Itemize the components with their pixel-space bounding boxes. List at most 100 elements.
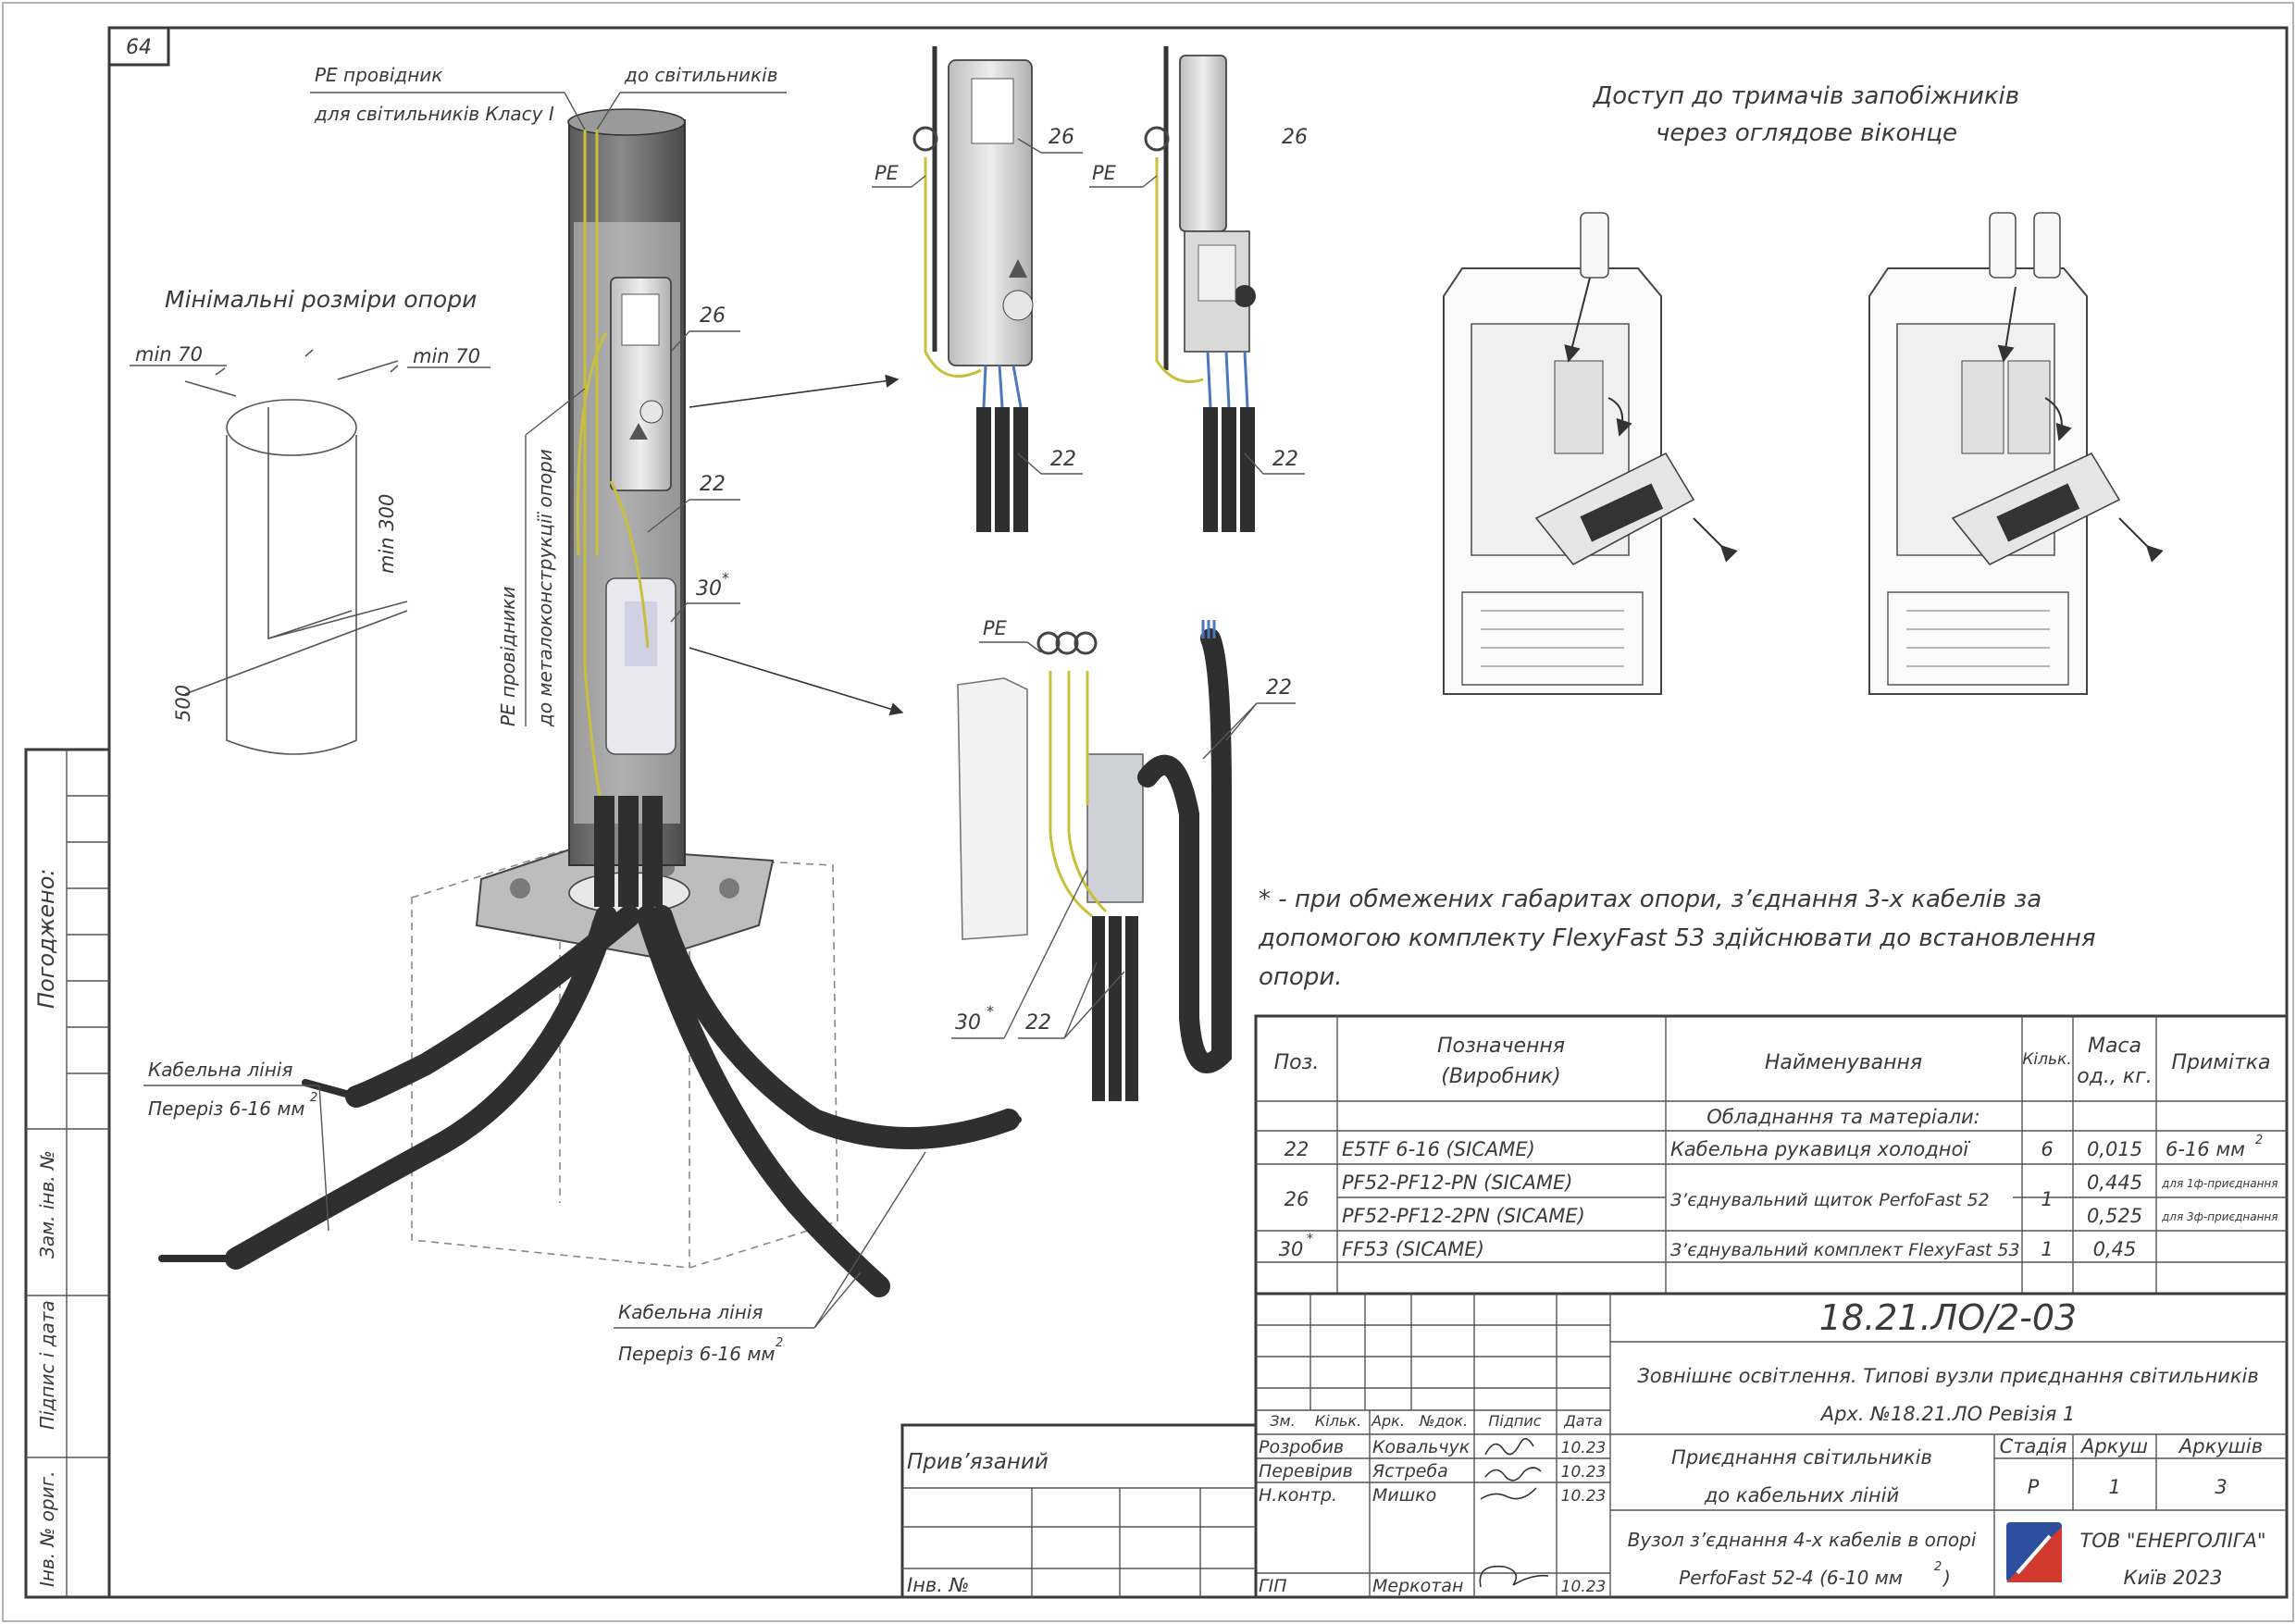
detail-flexyfast: PE 22 30 * 22 — [951, 617, 1296, 1101]
col-ndok: №док. — [1419, 1412, 1468, 1430]
pe-conductor-label: PE провідник — [315, 64, 442, 86]
project-line-2: Арх. №18.21.ЛО Ревізія 1 — [1819, 1403, 2076, 1425]
cable-section-label-2: Переріз 6-16 мм — [618, 1343, 776, 1365]
pe-conductors-vertical-1: PE провідники — [497, 587, 519, 726]
left-margin-strip: Погоджено: Зам. інв. № Підпис і дата Інв… — [24, 748, 111, 1599]
th-mass-1: Маса — [2088, 1035, 2141, 1058]
signature-developer — [1484, 1438, 1534, 1456]
row4-name: З’єднувальний комплект FlexyFast 53 — [1670, 1240, 2020, 1260]
cable-section-sup-2: 2 — [776, 1336, 783, 1350]
detail1-pe-label: PE — [875, 162, 900, 184]
row3-designation: PF52-PF12-2PN (SICAME) — [1342, 1205, 1585, 1227]
sheets-header: Аркушів — [2178, 1435, 2263, 1457]
company-city-year: Київ 2023 — [2124, 1567, 2223, 1589]
signature-chief-engineer — [1479, 1565, 1549, 1588]
drawing-title-2: до кабельних ліній — [1704, 1484, 1899, 1506]
pole-callout-26: 26 — [700, 304, 726, 328]
th-mass-2: од., кг. — [2077, 1065, 2153, 1088]
inv-no-label: Інв. № — [907, 1574, 970, 1596]
cable-section-label-1: Переріз 6-16 мм — [148, 1097, 305, 1120]
date-checker: 10.23 — [1561, 1463, 1607, 1481]
detail3-callout-30-star: * — [987, 1002, 994, 1020]
row1-qty: 6 — [2041, 1138, 2053, 1160]
detail2-callout-22: 22 — [1272, 448, 1298, 471]
row3-mass: 0,525 — [2087, 1205, 2142, 1227]
replaced-inv-label: Зам. інв. № — [36, 1150, 58, 1258]
signature-norm-control — [1480, 1487, 1537, 1500]
role-chief-engineer: ГІП — [1259, 1576, 1286, 1596]
detail-perfofast-open: PE 26 22 — [1089, 46, 1308, 532]
row4-mass: 0,45 — [2093, 1238, 2137, 1260]
node-title-end: ) — [1942, 1567, 1951, 1589]
row4-pos: 30 — [1279, 1238, 1304, 1260]
th-designation-2: (Виробник) — [1441, 1065, 1561, 1088]
detail3-pe-label: PE — [983, 617, 1008, 639]
th-name: Найменування — [1765, 1051, 1922, 1074]
doc-number: 18.21.ЛО/2-03 — [1819, 1297, 2077, 1338]
section-title: Обладнання та матеріали: — [1706, 1106, 1980, 1128]
fuse-access-views: Доступ до тримачів запобіжників через ог… — [1443, 82, 2164, 695]
col-ark: Арк. — [1371, 1412, 1405, 1430]
role-developer: Розробив — [1259, 1437, 1344, 1457]
detail1-callout-22: 22 — [1050, 448, 1076, 471]
name-checker: Ястреба — [1371, 1461, 1448, 1481]
drawing-title-1: Приєднання світильників — [1671, 1446, 1932, 1469]
pole-assembly — [158, 108, 1022, 1297]
assembly-note: * - при обмежених габаритах опори, з’єдн… — [1258, 886, 2096, 991]
signature-checker — [1484, 1467, 1542, 1481]
row4-pos-star: * — [1307, 1232, 1313, 1246]
min70-label-b: min 70 — [413, 345, 480, 367]
note-line-2: допомогою комплекту FlexyFast 53 здійсню… — [1258, 924, 2096, 952]
cable-line-label-1: Кабельна лінія — [148, 1059, 292, 1081]
detail2-callout-26: 26 — [1282, 126, 1308, 149]
row1-pos: 22 — [1285, 1138, 1309, 1160]
to-luminaires-label: до світильників — [624, 64, 777, 86]
row2-qty: 1 — [2041, 1188, 2053, 1210]
role-checker: Перевірив — [1259, 1461, 1353, 1481]
pole-callout-30: 30 — [696, 577, 722, 601]
node-title-sup: 2 — [1934, 1560, 1942, 1574]
row2-designation: PF52-PF12-PN (SICAME) — [1342, 1172, 1572, 1194]
row3-note: для 3ф-приєднання — [2161, 1210, 2277, 1223]
sheets-value: 3 — [2215, 1476, 2227, 1498]
cable-section-sup-1: 2 — [310, 1091, 317, 1105]
row1-mass: 0,015 — [2087, 1138, 2142, 1160]
row1-designation: E5TF 6-16 (SICAME) — [1342, 1138, 1535, 1160]
specification-table: Поз. Позначення (Виробник) Найменування … — [1254, 1014, 2289, 1295]
signature-date-label: Підпис і дата — [36, 1300, 58, 1430]
col-data: Дата — [1563, 1412, 1602, 1430]
node-title-2: PerfoFast 52-4 (6-10 мм — [1679, 1567, 1903, 1589]
row1-note: 6-16 мм — [2166, 1138, 2245, 1160]
agreed-label: Погоджено: — [33, 869, 59, 1009]
detail3-callout-22-bottom: 22 — [1025, 1011, 1051, 1035]
fuse-access-title-1: Доступ до тримачів запобіжників — [1593, 82, 2019, 110]
cable-line-label-2: Кабельна лінія — [618, 1301, 763, 1323]
role-norm-control: Н.контр. — [1259, 1485, 1337, 1506]
inv-original-label: Інв. № ориг. — [36, 1471, 58, 1587]
name-norm-control: Мишко — [1372, 1485, 1436, 1506]
detail1-callout-26: 26 — [1049, 126, 1074, 149]
date-norm-control: 10.23 — [1561, 1487, 1607, 1506]
project-line-1: Зовнішнє освітлення. Типові вузли приєдн… — [1637, 1365, 2259, 1387]
name-chief-engineer: Меркотан — [1372, 1576, 1463, 1596]
detail2-pe-label: PE — [1092, 162, 1117, 184]
note-line-3: опори. — [1259, 963, 1342, 991]
row4-qty: 1 — [2041, 1238, 2053, 1260]
sheet-value: 1 — [2108, 1476, 2120, 1498]
pole-callout-30-star: * — [722, 569, 729, 587]
min300-label: min 300 — [376, 494, 398, 574]
row2-pos: 26 — [1285, 1188, 1309, 1210]
col-kilk: Кільк. — [1315, 1412, 1361, 1430]
row1-note-sup: 2 — [2255, 1134, 2263, 1147]
company-logo — [2006, 1522, 2062, 1582]
pe-conductors-vertical-2: до металоконструкції опори — [534, 449, 556, 727]
tied-label: Прив’язаний — [907, 1450, 1049, 1474]
row1-name: Кабельна рукавиця холодної — [1670, 1138, 1971, 1160]
sheet-header: Аркуш — [2079, 1435, 2148, 1457]
th-pos: Поз. — [1274, 1051, 1320, 1074]
col-zm: Зм. — [1270, 1412, 1295, 1430]
min-dimensions-diagram: Мінімальні розміри опори min 70 min 70 m… — [130, 286, 490, 755]
th-qty: Кільк. — [2022, 1050, 2071, 1069]
col-pidpys: Підпис — [1488, 1412, 1541, 1430]
